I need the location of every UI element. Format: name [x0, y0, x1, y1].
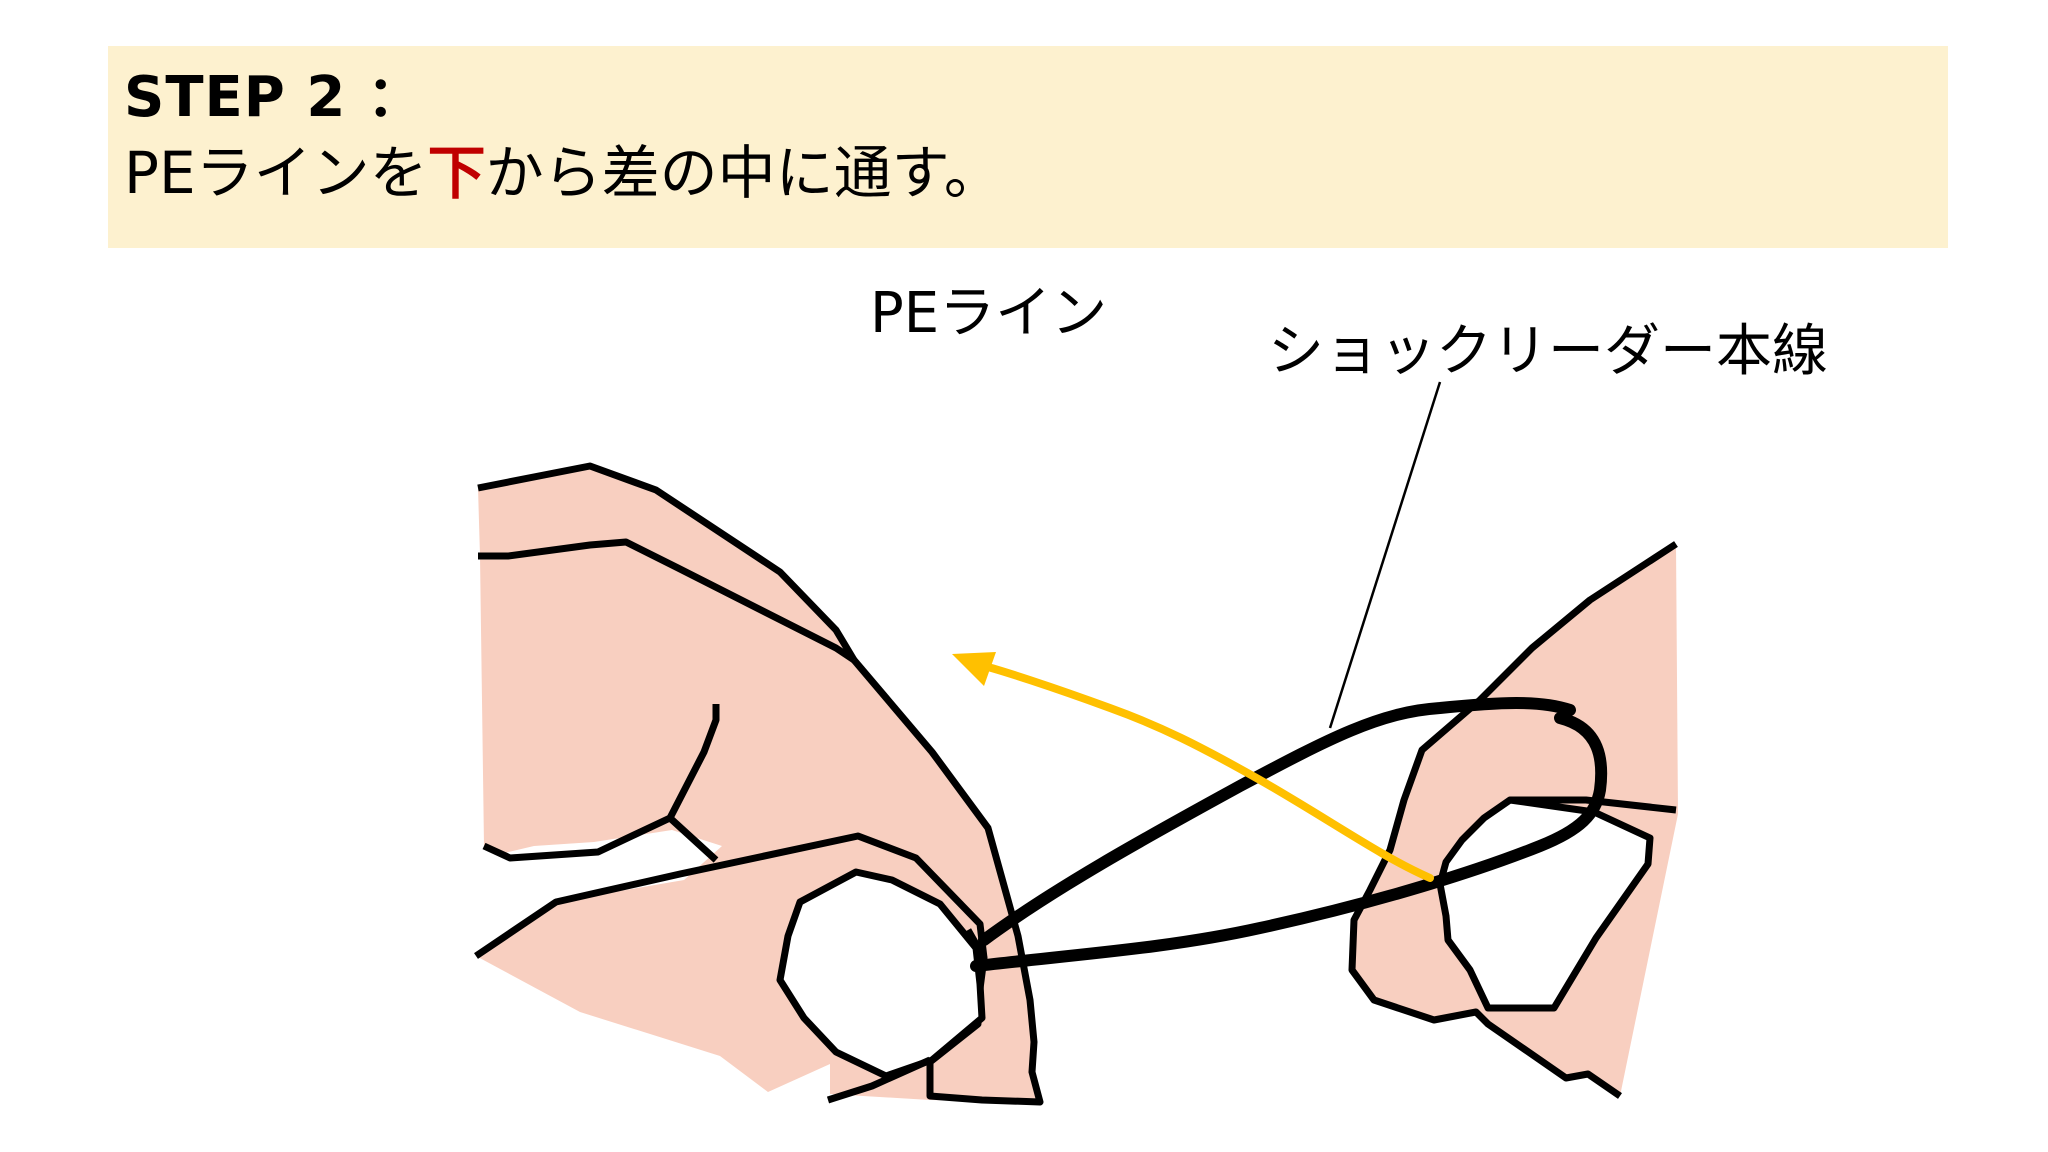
left-hand-finger-crease — [478, 538, 856, 663]
direction-arrow — [952, 652, 1434, 882]
right-hand-loop-hole — [1436, 796, 1654, 1012]
left-hand — [474, 462, 1044, 1106]
left-hand-bottom-edge — [826, 1056, 932, 1104]
instruction-emphasis: 下 — [427, 139, 486, 207]
left-hand-index-finger — [474, 832, 988, 959]
shock-leader-label: ショックリーダー本線 — [1268, 319, 1828, 384]
right-hand-top-outline — [1348, 541, 1678, 1099]
step-header-box: STEP 2 ： PEラインを下から差の中に通す。 — [108, 46, 1948, 248]
right-hand-finger-line — [1510, 796, 1677, 814]
instruction-text: PEラインを下から差の中に通す。 — [124, 126, 1002, 210]
pe-line-lower-strand — [970, 712, 1608, 972]
pe-line-upper-strand — [978, 697, 1576, 946]
right-hand — [1348, 541, 1678, 1099]
left-hand-palm-line — [666, 704, 720, 863]
left-hand-loop-hole — [776, 868, 986, 1080]
step-title: STEP 2 ： — [124, 65, 424, 130]
instruction-part-2: から差の中に通す。 — [485, 139, 1002, 207]
direction-arrow-shaft — [980, 662, 1434, 882]
pe-line-label: PEライン — [870, 281, 1108, 346]
left-hand-top-finger — [477, 462, 858, 662]
instruction-part-1: PEラインを — [124, 139, 428, 207]
pe-line — [970, 697, 1608, 972]
direction-arrow-head — [952, 652, 996, 686]
shock-leader-pointer-line — [1328, 381, 1442, 729]
left-hand-lower-finger — [482, 814, 672, 862]
